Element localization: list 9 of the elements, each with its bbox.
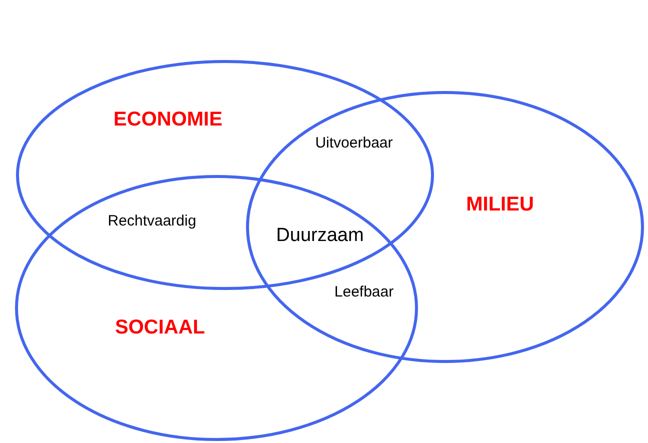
overlap-label: Uitvoerbaar: [315, 134, 393, 152]
set-title: SOCIAAL: [115, 316, 205, 340]
overlap-label: Duurzaam: [276, 225, 364, 247]
set-title: MILIEU: [466, 194, 534, 216]
overlap-label: Rechtvaardig: [108, 212, 196, 230]
venn-ellipse: [15, 175, 418, 441]
venn-ellipse: [246, 91, 644, 363]
overlap-label: Leefbaar: [334, 284, 394, 300]
set-title: ECONOMIE: [114, 108, 222, 132]
